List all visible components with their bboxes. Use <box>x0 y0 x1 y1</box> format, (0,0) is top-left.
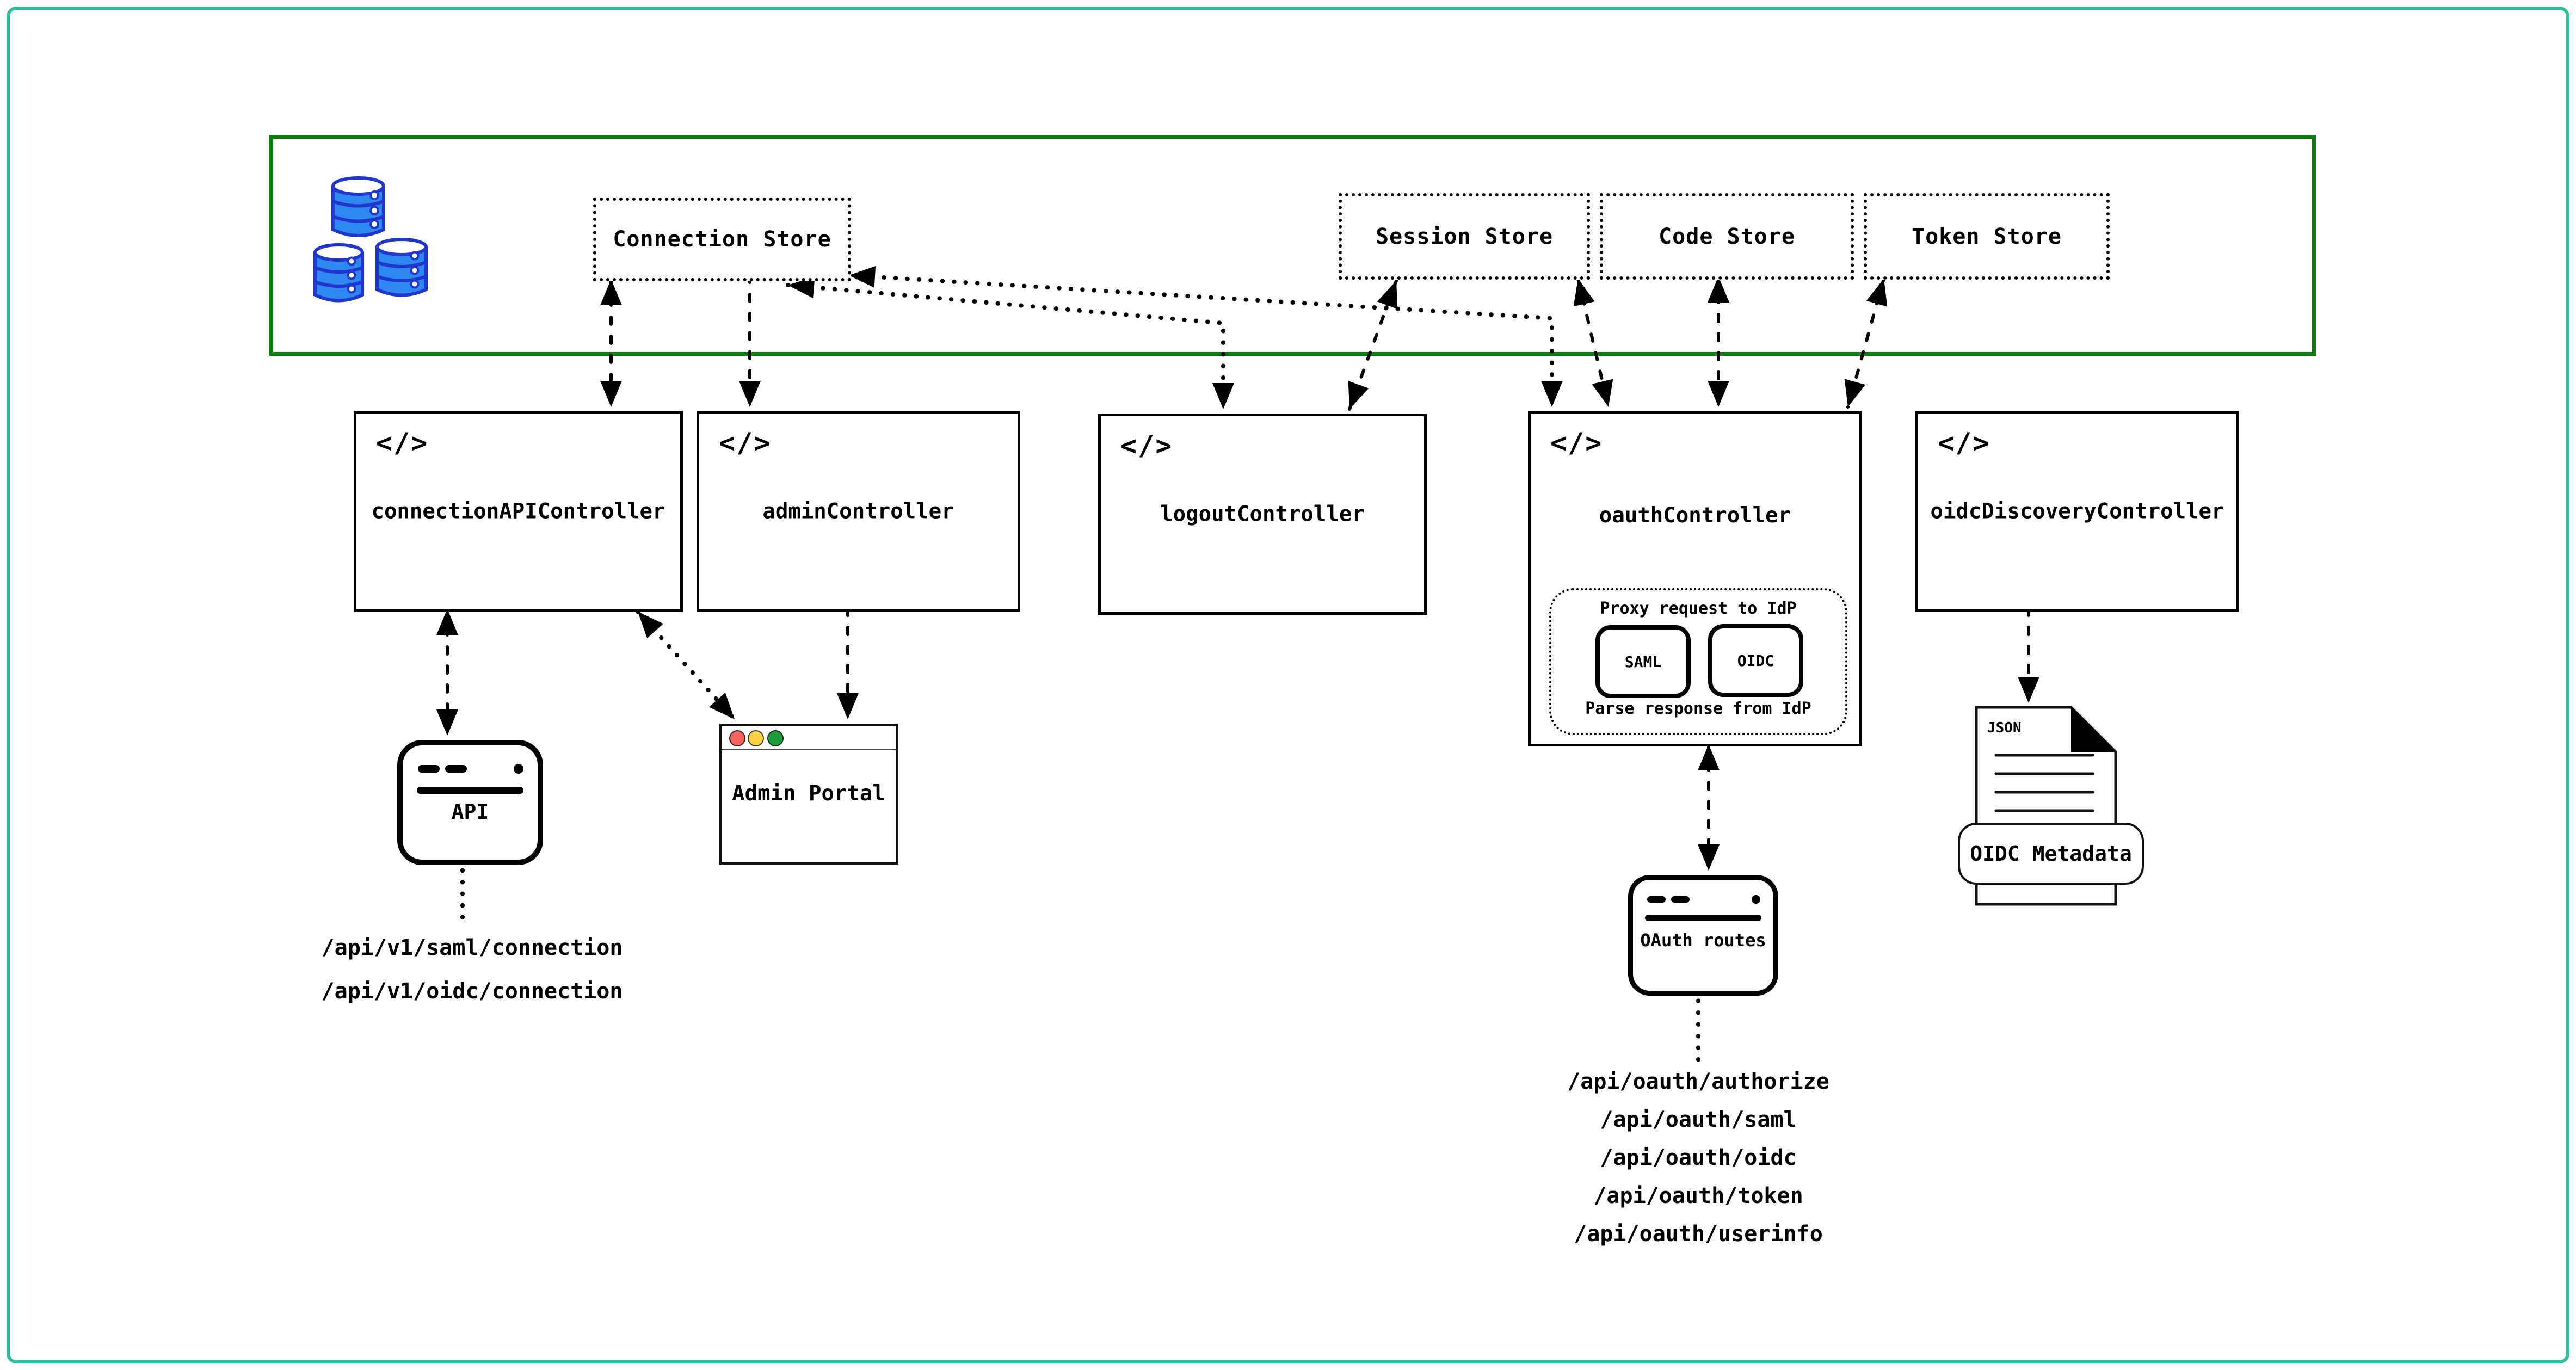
admin-controller-label: adminController <box>762 499 954 524</box>
json-file-type-label: JSON <box>1987 720 2022 736</box>
code-store-label: Code Store <box>1659 224 1795 249</box>
proxy-request-label: Proxy request to IdP <box>1600 599 1797 618</box>
oidc-metadata-ribbon: OIDC Metadata <box>1958 823 2144 885</box>
api-route-oidc-connection: /api/v1/oidc/connection <box>321 979 623 1004</box>
window-toolbar-line <box>1645 915 1761 921</box>
token-store-label: Token Store <box>1912 224 2062 249</box>
saml-badge-label: SAML <box>1624 652 1662 671</box>
token-store-box: Token Store <box>1864 193 2110 280</box>
code-icon: </> <box>376 427 429 459</box>
oidc-badge-label: OIDC <box>1737 651 1774 670</box>
session-store-label: Session Store <box>1375 224 1554 249</box>
arrow-sessionstore-oauthcontroller <box>1573 277 1613 409</box>
arrow-tokenstore-oauthcontroller <box>1844 277 1888 409</box>
minimize-light-icon <box>748 730 764 746</box>
window-dash-icon <box>1647 896 1666 903</box>
window-toolbar-line <box>417 787 523 794</box>
arrow-connectionapicontroller-adminportal <box>636 609 737 721</box>
oauth-routes-label: OAuth routes <box>1640 930 1766 951</box>
arrow-logoutcontroller-connectionstore-elbow <box>786 276 1234 411</box>
database-cylinder-top <box>331 176 385 237</box>
folded-corner <box>2071 707 2116 752</box>
close-light-icon <box>729 730 745 746</box>
idp-proxy-group: Proxy request to IdP SAML OIDC Parse res… <box>1549 588 1847 735</box>
maximize-light-icon <box>767 730 784 746</box>
oauth-route-authorize: /api/oauth/authorize <box>1567 1069 1829 1094</box>
saml-badge: SAML <box>1595 625 1691 698</box>
oauth-route-userinfo: /api/oauth/userinfo <box>1574 1221 1823 1246</box>
connection-api-controller-box: </> connectionAPIController <box>354 411 683 612</box>
code-store-box: Code Store <box>1600 193 1854 280</box>
api-app-label: API <box>451 800 489 824</box>
oauth-controller-box: </> oauthController Proxy request to IdP… <box>1528 411 1862 746</box>
oidc-discovery-controller-label: oidcDiscoveryController <box>1930 499 2224 524</box>
oidc-discovery-controller-box: </> oidcDiscoveryController <box>1915 411 2239 612</box>
oidc-metadata-label: OIDC Metadata <box>1970 842 2132 866</box>
code-icon: </> <box>1550 427 1603 459</box>
arrow-oauthcontroller-connectionstore-elbow <box>847 266 1563 409</box>
session-store-box: Session Store <box>1339 193 1590 280</box>
database-cylinders-icon <box>313 176 428 303</box>
arrow-sessionstore-logoutcontroller <box>1348 279 1398 411</box>
oauth-routes-window: OAuth routes <box>1628 875 1778 996</box>
oauth-route-token: /api/oauth/token <box>1593 1183 1803 1208</box>
logout-controller-label: logoutController <box>1160 502 1365 527</box>
admin-controller-box: </> adminController <box>697 411 1020 612</box>
code-icon: </> <box>719 427 772 459</box>
logout-controller-box: </> logoutController <box>1098 414 1427 615</box>
oauth-route-saml: /api/oauth/saml <box>1600 1107 1797 1132</box>
oidc-badge: OIDC <box>1708 624 1803 697</box>
api-route-saml-connection: /api/v1/saml/connection <box>321 935 623 960</box>
database-cylinder-left <box>313 243 364 303</box>
oauth-controller-label: oauthController <box>1599 503 1791 528</box>
window-dot-icon <box>514 764 523 774</box>
window-dot-icon <box>1752 895 1760 904</box>
connection-api-controller-label: connectionAPIController <box>371 499 665 524</box>
window-dash-icon <box>418 765 440 773</box>
parse-response-label: Parse response from IdP <box>1585 699 1811 718</box>
admin-portal-window: Admin Portal <box>719 724 898 865</box>
window-dash-icon <box>1671 896 1690 903</box>
admin-portal-label: Admin Portal <box>732 781 885 806</box>
connection-store-label: Connection Store <box>613 227 831 252</box>
connection-store-box: Connection Store <box>593 198 851 281</box>
code-icon: </> <box>1120 430 1173 461</box>
database-cylinder-right <box>375 238 428 297</box>
oauth-route-oidc: /api/oauth/oidc <box>1600 1145 1797 1170</box>
code-icon: </> <box>1938 427 1990 459</box>
browser-titlebar <box>722 726 896 750</box>
window-dash-icon <box>445 765 467 773</box>
api-app-window: API <box>397 740 543 865</box>
